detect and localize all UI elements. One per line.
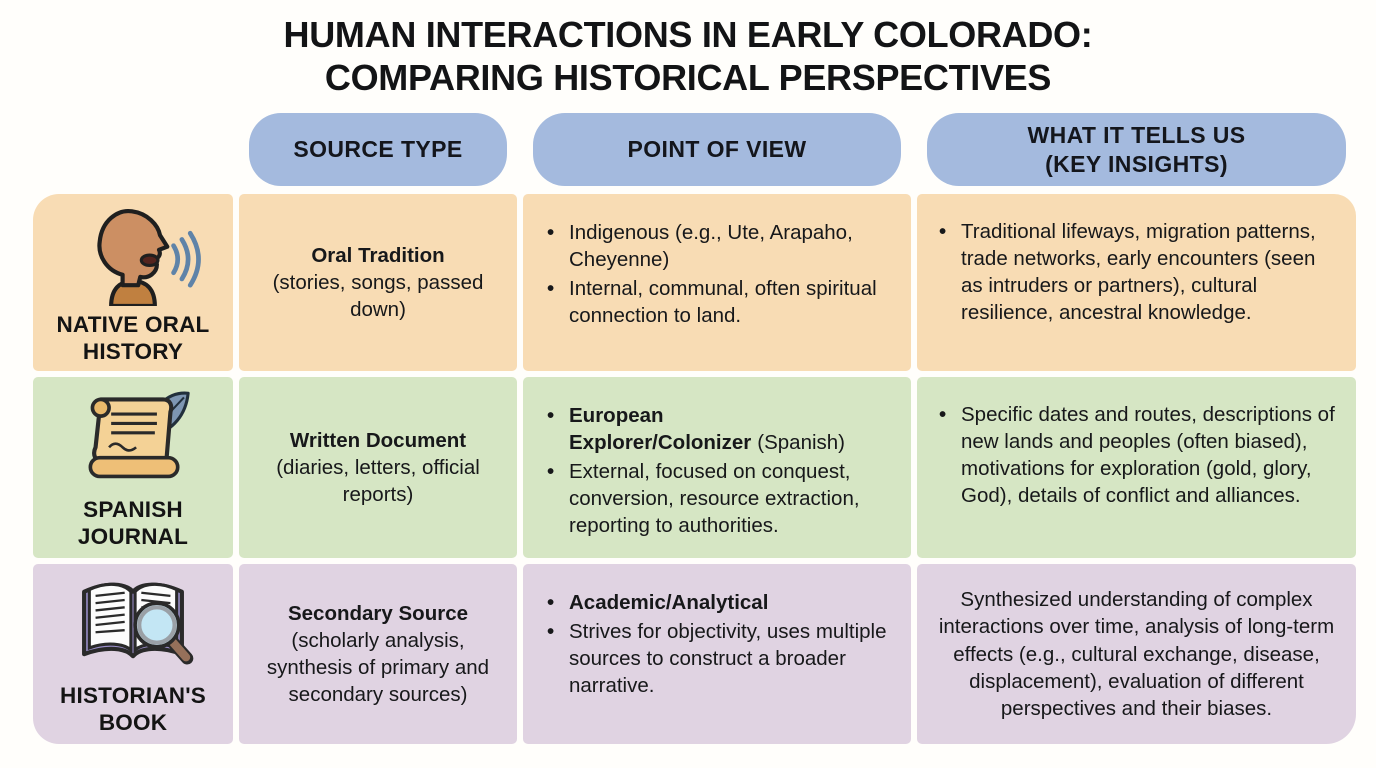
header-spacer [33, 111, 233, 188]
open-book-magnifier-icon [58, 571, 208, 679]
point-of-view-cell: • Academic/Analytical • Strives for obje… [523, 564, 911, 744]
person-speaking-icon [58, 200, 208, 308]
bullet-item: • External, focused on conquest, convers… [547, 458, 895, 539]
bullet-dot: • [547, 460, 555, 484]
scroll-quill-icon [58, 385, 208, 493]
source-type-name: Written Document [289, 428, 467, 452]
row-label: SPANISH JOURNAL [77, 496, 189, 549]
key-insights-cell: • Traditional lifeways, migration patter… [917, 194, 1356, 371]
column-header-source-type: SOURCE TYPE [249, 113, 507, 186]
source-type-detail: (stories, songs, passed down) [272, 270, 484, 322]
bullet-dot: • [547, 221, 555, 244]
bullet-dot: • [547, 591, 555, 614]
column-header-key-insights: WHAT IT TELLS US (KEY INSIGHTS) [927, 113, 1346, 186]
key-insights-cell: • Specific dates and routes, description… [917, 377, 1356, 558]
source-type-name: Secondary Source [287, 601, 468, 625]
row-native-oral-history-label-cell: NATIVE ORAL HISTORY [33, 194, 233, 371]
bullet-dot: • [939, 220, 947, 243]
page-title-line1: HUMAN INTERACTIONS IN EARLY COLORADO: [283, 14, 1093, 55]
column-header-label: SOURCE TYPE [293, 136, 463, 163]
source-type-cell: Oral Tradition (stories, songs, passed d… [239, 194, 517, 371]
key-insights-paragraph: Synthesized understanding of complex int… [938, 588, 1335, 720]
point-of-view-cell: • European Explorer/Colonizer(Spanish) •… [523, 377, 911, 558]
source-type-name: Oral Tradition [311, 243, 445, 267]
bullet-dot: • [547, 404, 555, 427]
bullet-dot: • [939, 403, 947, 426]
row-historians-book-label-cell: HISTORIAN'S BOOK [33, 564, 233, 744]
source-type-cell: Written Document (diaries, letters, offi… [239, 377, 517, 558]
source-type-detail: (diaries, letters, official reports) [276, 455, 480, 507]
column-header-label-line2: (KEY INSIGHTS) [1045, 150, 1228, 177]
bullet-item: • Academic/Analytical [547, 589, 895, 616]
bullet-item: • Internal, communal, often spiritual co… [547, 275, 895, 329]
column-header-label: POINT OF VIEW [627, 136, 807, 163]
page-title: HUMAN INTERACTIONS IN EARLY COLORADO: CO… [0, 0, 1376, 99]
source-type-cell: Secondary Source (scholarly analysis, sy… [239, 564, 517, 744]
row-spanish-journal-label-cell: SPANISH JOURNAL [33, 377, 233, 558]
bullet-item: • Strives for objectivity, uses multiple… [547, 618, 895, 699]
row-label: HISTORIAN'S BOOK [60, 683, 206, 735]
comparison-table: SOURCE TYPE POINT OF VIEW WHAT IT TELLS … [33, 111, 1356, 744]
bullet-item: • Traditional lifeways, migration patter… [939, 218, 1342, 326]
row-label: NATIVE ORAL HISTORY [56, 311, 210, 364]
bullet-dot: • [547, 277, 555, 301]
source-type-detail: (scholarly analysis, synthesis of primar… [266, 628, 490, 707]
bullet-item: • European Explorer/Colonizer(Spanish) [547, 402, 895, 456]
bullet-item: • Indigenous (e.g., Ute, Arapaho, Cheyen… [547, 219, 895, 273]
column-header-label-line1: WHAT IT TELLS US [1027, 122, 1246, 149]
column-header-point-of-view: POINT OF VIEW [533, 113, 901, 186]
point-of-view-cell: • Indigenous (e.g., Ute, Arapaho, Cheyen… [523, 194, 911, 371]
bullet-dot: • [547, 620, 555, 644]
key-insights-cell: Synthesized understanding of complex int… [917, 564, 1356, 744]
page-title-line2: COMPARING HISTORICAL PERSPECTIVES [324, 57, 1052, 99]
bullet-item: • Specific dates and routes, description… [939, 401, 1342, 509]
